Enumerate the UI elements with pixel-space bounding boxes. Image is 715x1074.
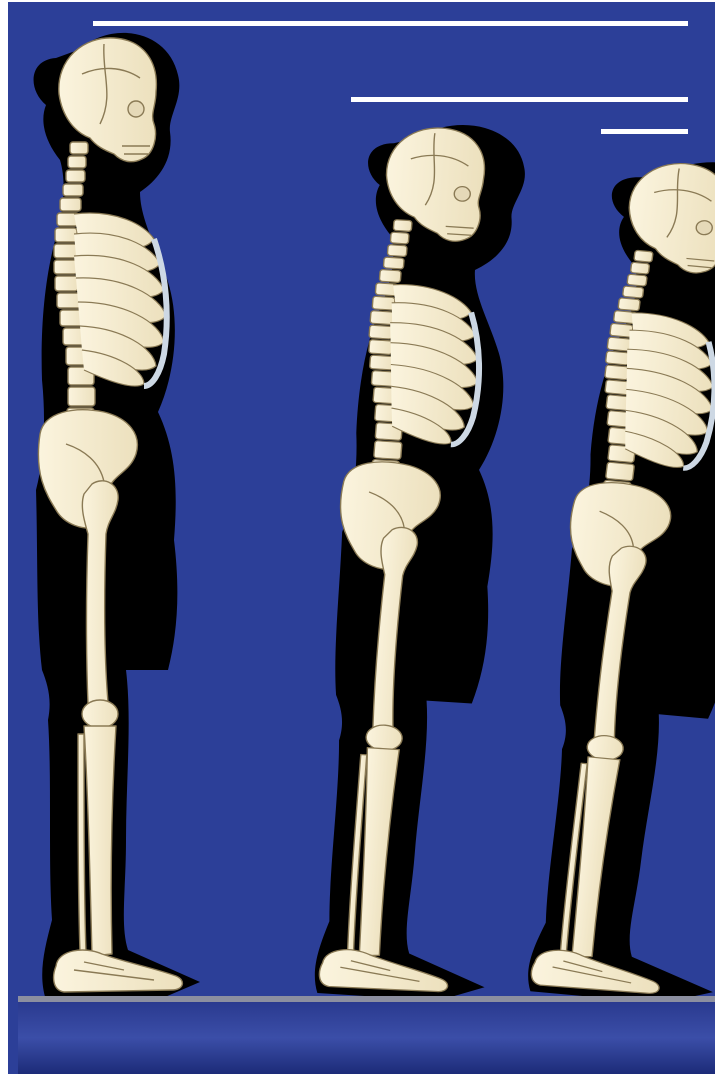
height-line-figure-1 [93,21,688,26]
height-line-figure-3 [601,129,688,134]
floor [18,1002,715,1074]
height-line-figure-2 [351,97,688,102]
floor-edge [18,996,715,1002]
